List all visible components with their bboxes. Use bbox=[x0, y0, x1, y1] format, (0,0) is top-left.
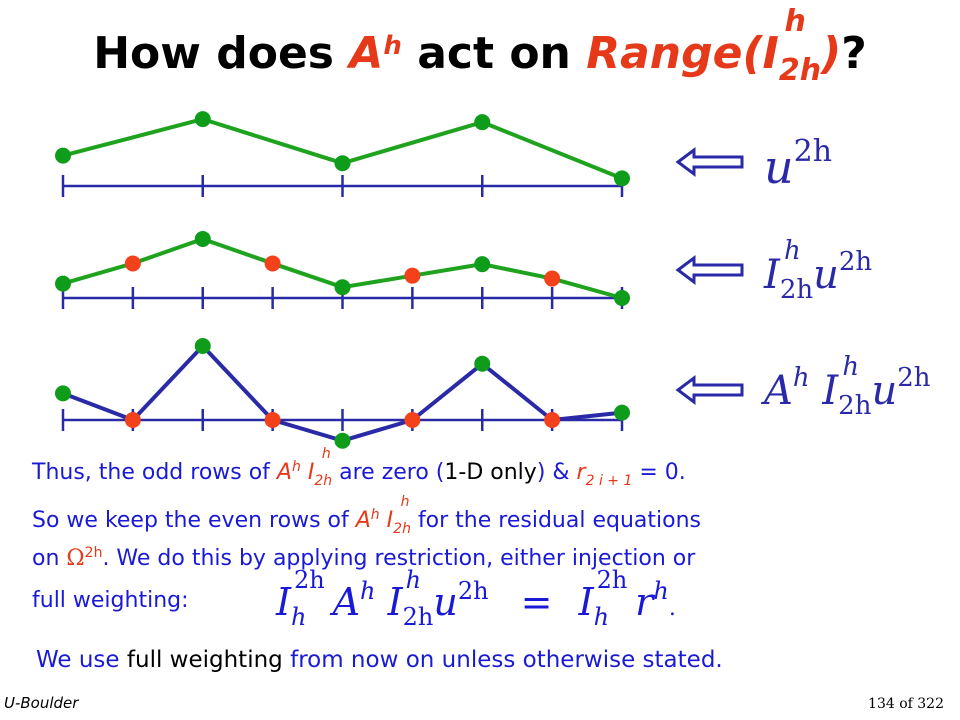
interpolated-point bbox=[544, 270, 561, 287]
grid-diagrams bbox=[55, 111, 744, 449]
text-line-3: on Ω2h. We do this by applying restricti… bbox=[32, 545, 696, 571]
coarse-point bbox=[334, 155, 351, 172]
title-operator-A: A bbox=[349, 28, 384, 79]
double-left-arrow-icon bbox=[675, 255, 744, 285]
title-close-paren: ) bbox=[821, 28, 842, 79]
coarse-point bbox=[614, 170, 630, 187]
interpolated-grid-diagram bbox=[55, 230, 630, 309]
label-coarse-u: u2h bbox=[764, 134, 833, 194]
coarse-point bbox=[194, 111, 211, 128]
coarse-point bbox=[194, 230, 211, 247]
coarse-point bbox=[334, 279, 351, 296]
interpolated-point bbox=[264, 412, 281, 428]
slide-title: How does Ah act on Range(I2h h)? bbox=[0, 4, 960, 88]
coarse-point bbox=[55, 147, 71, 164]
coarse-point bbox=[55, 385, 71, 402]
interpolated-point bbox=[404, 412, 421, 428]
footer-page-number: 134 of 322 bbox=[868, 696, 944, 712]
double-left-arrow-icon bbox=[675, 147, 744, 177]
interpolated-point bbox=[124, 255, 141, 272]
interpolated-point bbox=[124, 412, 141, 428]
title-open-paren: ( bbox=[742, 28, 763, 79]
coarse-point bbox=[614, 290, 630, 306]
applied-operator-diagram bbox=[55, 338, 630, 449]
interpolated-point bbox=[544, 412, 561, 428]
interpolated-point bbox=[404, 267, 421, 284]
text-line-5: We use full weighting from now on unless… bbox=[36, 647, 723, 673]
title-I: I bbox=[762, 28, 779, 79]
title-qmark: ? bbox=[841, 28, 867, 79]
interpolated-point bbox=[264, 255, 281, 272]
title-interp-operator: I2h h bbox=[762, 4, 822, 88]
text-line-4: full weighting: bbox=[32, 588, 189, 613]
title-I-sub: 2h bbox=[778, 53, 822, 88]
coarse-point bbox=[474, 256, 491, 273]
coarse-point bbox=[614, 404, 630, 421]
title-prefix: How does bbox=[93, 28, 350, 79]
coarse-point bbox=[474, 114, 491, 131]
coarse-point bbox=[334, 432, 351, 449]
footer-institution: U-Boulder bbox=[4, 694, 79, 712]
coarse-point bbox=[194, 338, 211, 354]
coarse-grid-diagram bbox=[55, 111, 630, 197]
title-mid: act on bbox=[401, 28, 587, 79]
title-range-word: Range bbox=[586, 28, 743, 79]
title-I-sup: h bbox=[784, 4, 806, 39]
double-left-arrow-icon bbox=[675, 375, 744, 405]
title-operator-sup: h bbox=[383, 31, 402, 61]
coarse-point bbox=[55, 275, 71, 292]
coarse-point bbox=[474, 355, 491, 372]
